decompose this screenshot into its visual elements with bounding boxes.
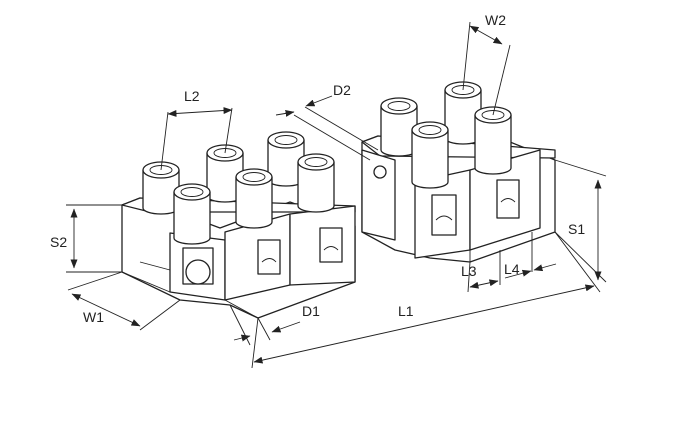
label-l4: L4 bbox=[504, 261, 520, 277]
label-d2: D2 bbox=[333, 82, 351, 98]
label-l3: L3 bbox=[461, 263, 477, 279]
dimension-labels: L2 W2 D2 S2 W1 D1 L1 S1 L3 L4 bbox=[50, 12, 585, 325]
right-terminals bbox=[380, 81, 512, 189]
left-back-terminals bbox=[142, 131, 305, 215]
label-w2: W2 bbox=[485, 12, 506, 28]
label-l2: L2 bbox=[184, 88, 200, 104]
label-s2: S2 bbox=[50, 234, 67, 250]
dimension-lines bbox=[66, 21, 607, 369]
left-front-terminals bbox=[173, 153, 335, 245]
label-s1: S1 bbox=[568, 221, 585, 237]
label-w1: W1 bbox=[83, 309, 104, 325]
label-l1: L1 bbox=[398, 303, 414, 319]
label-d1: D1 bbox=[302, 303, 320, 319]
